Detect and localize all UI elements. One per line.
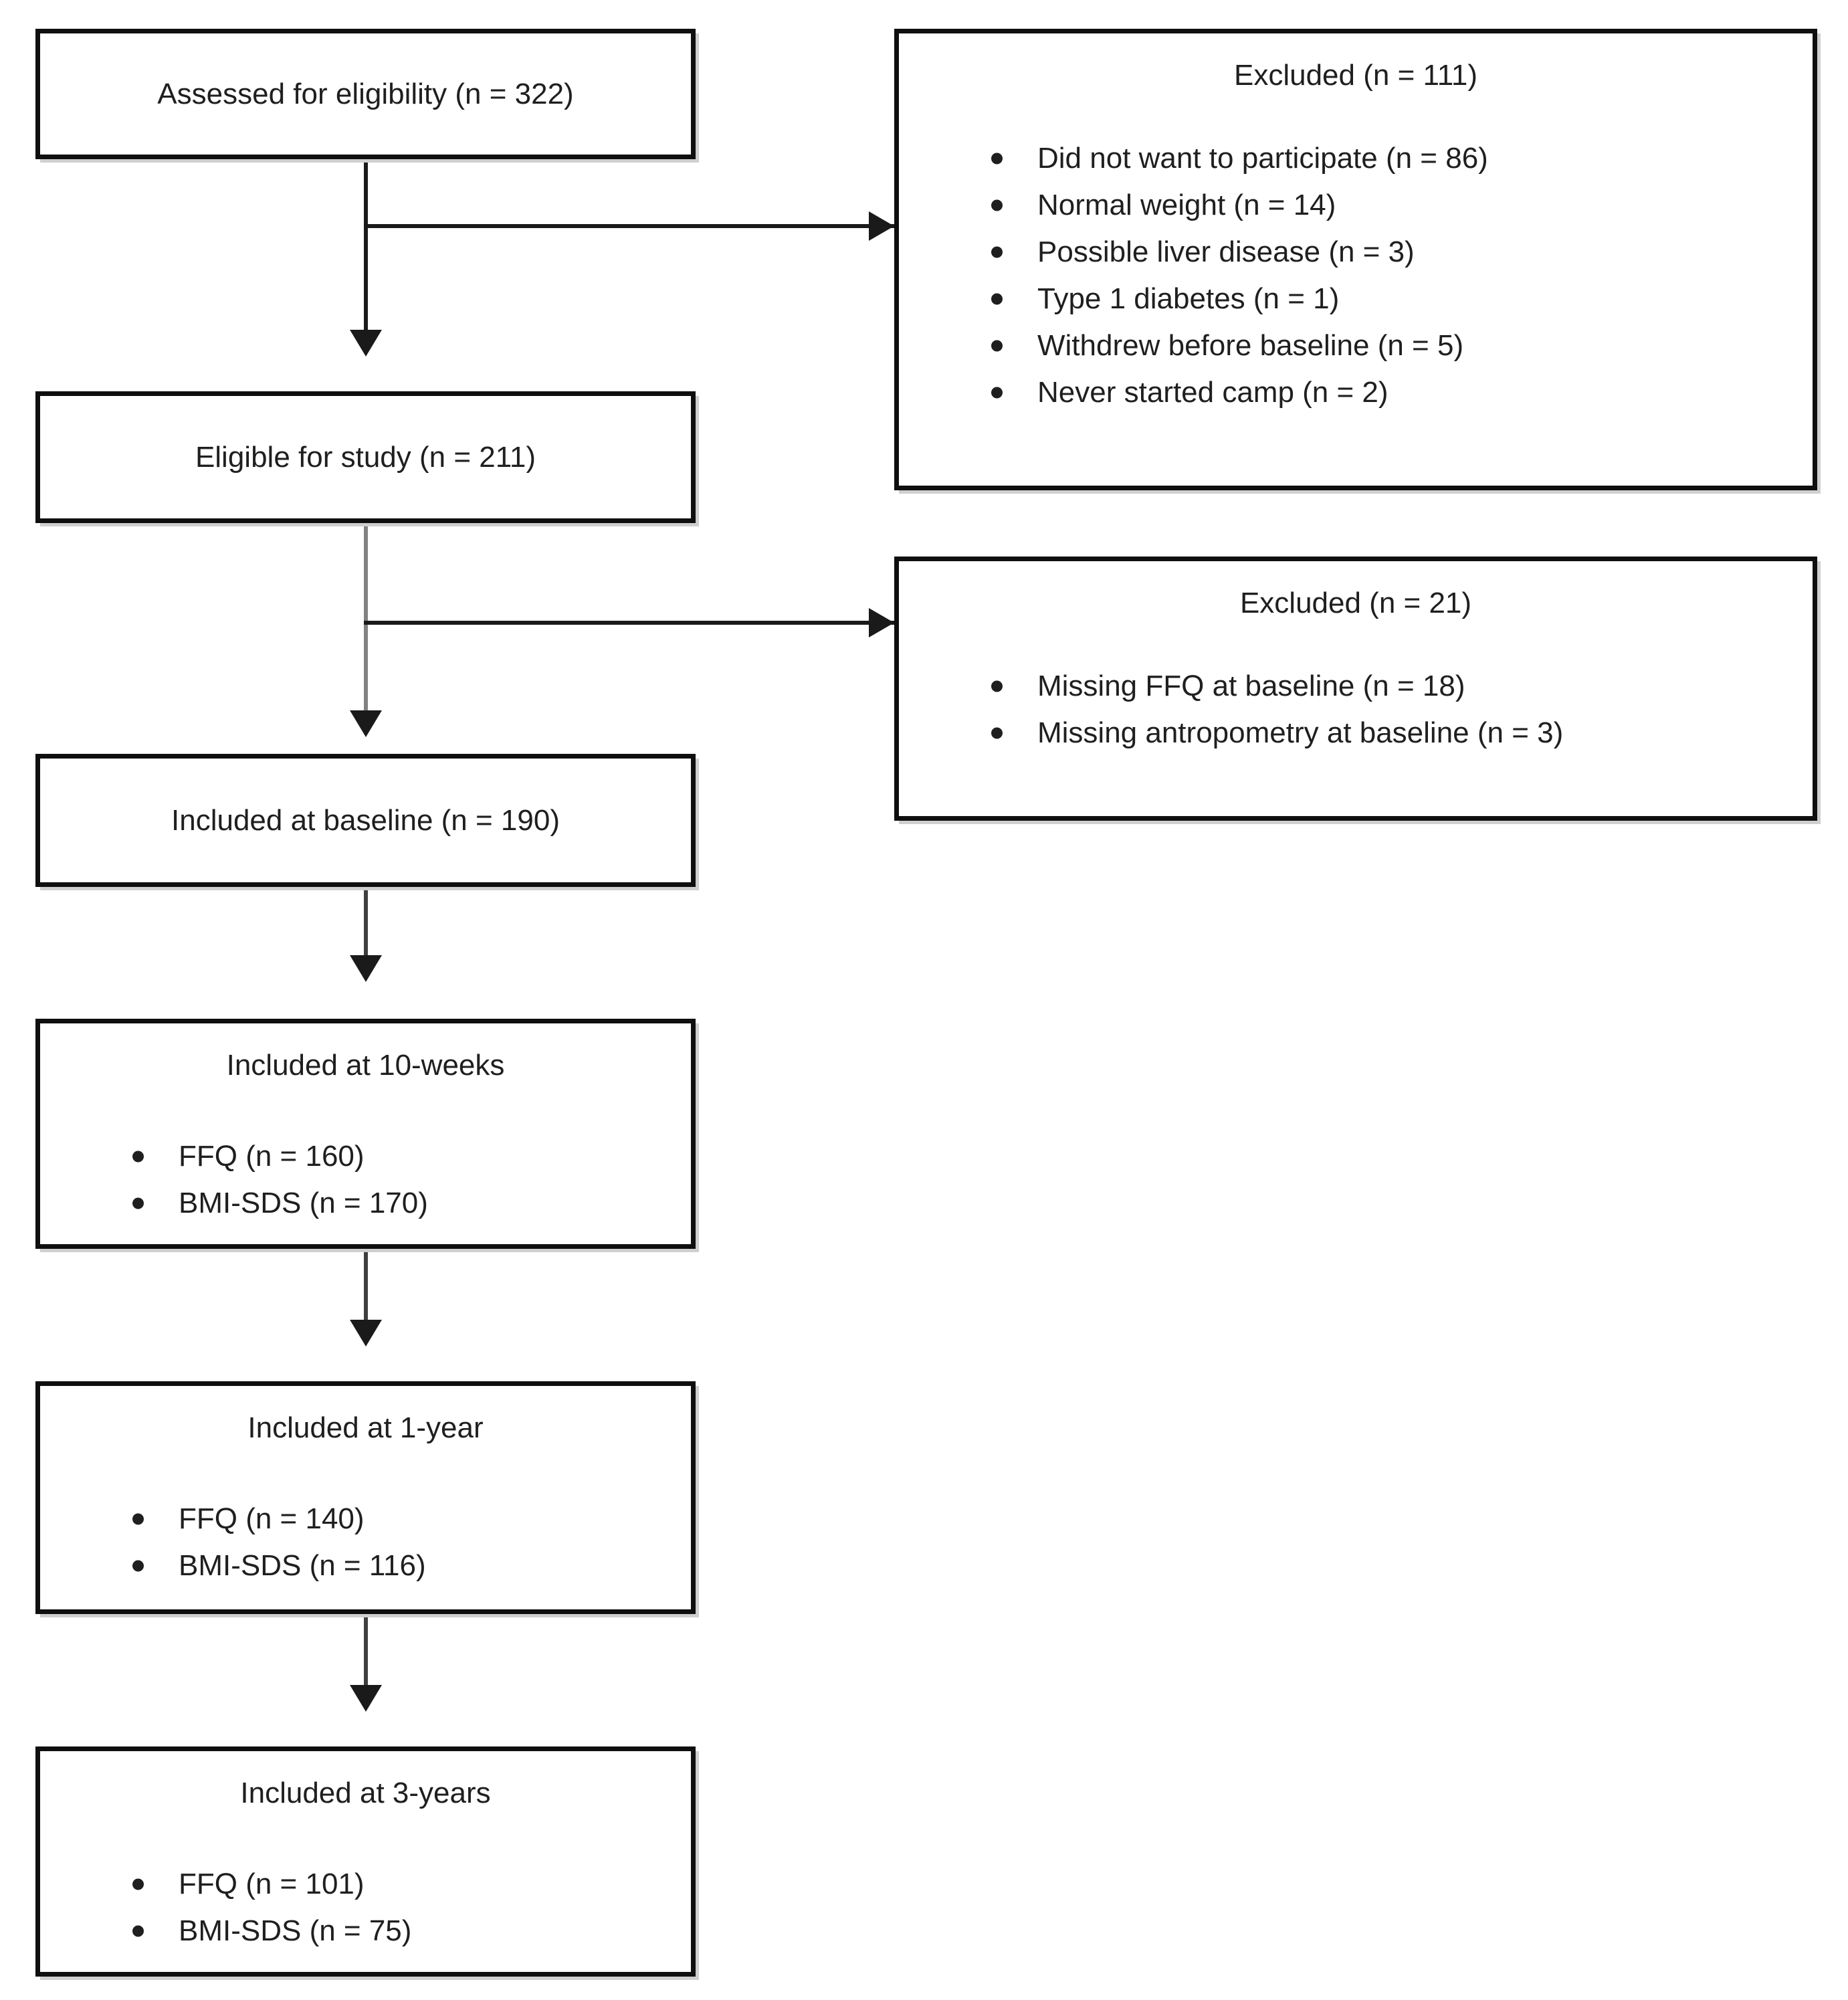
- box-included-at-1-year: Included at 1-year FFQ (n = 140) BMI-SDS…: [35, 1381, 696, 1614]
- measurement-item: FFQ (n = 140): [40, 1496, 691, 1542]
- box-assessed-for-eligibility: Assessed for eligibility (n = 322): [35, 29, 696, 159]
- box-excluded-at-screening: Excluded (n = 111) Did not want to parti…: [894, 29, 1817, 490]
- box-label: Assessed for eligibility (n = 322): [157, 77, 574, 110]
- exclusion-reason-item: Missing antropometry at baseline (n = 3): [899, 710, 1813, 757]
- box-title: Included at 10-weeks: [226, 1049, 505, 1082]
- exclusion-reason-list: Missing FFQ at baseline (n = 18) Missing…: [899, 663, 1813, 757]
- connector-eligible-to-baseline: [364, 523, 368, 710]
- exclusion-reason-item: Possible liver disease (n = 3): [899, 229, 1813, 276]
- exclusion-reason-item: Never started camp (n = 2): [899, 369, 1813, 416]
- measurement-item: BMI-SDS (n = 75): [40, 1908, 691, 1955]
- arrowhead-down-icon: [350, 1320, 382, 1346]
- arrowhead-down-icon: [350, 955, 382, 982]
- arrowhead-down-icon: [350, 1685, 382, 1712]
- exclusion-reason-item: Missing FFQ at baseline (n = 18): [899, 663, 1813, 710]
- arrowhead-down-icon: [350, 330, 382, 357]
- box-label: Included at baseline (n = 190): [171, 803, 560, 837]
- measurement-item: FFQ (n = 160): [40, 1133, 691, 1180]
- box-title: Included at 3-years: [240, 1777, 491, 1809]
- connector-branch-excluded-baseline: [364, 621, 894, 625]
- measurement-item: FFQ (n = 101): [40, 1861, 691, 1908]
- measurement-list: FFQ (n = 160) BMI-SDS (n = 170): [40, 1133, 691, 1227]
- connector-assessed-to-eligible: [364, 159, 368, 330]
- exclusion-reason-item: Normal weight (n = 14): [899, 182, 1813, 229]
- exclusion-reason-item: Did not want to participate (n = 86): [899, 135, 1813, 182]
- box-included-at-10-weeks: Included at 10-weeks FFQ (n = 160) BMI-S…: [35, 1019, 696, 1249]
- box-title: Excluded (n = 21): [1239, 587, 1472, 619]
- box-title: Included at 1-year: [247, 1411, 484, 1444]
- connector-one-year-to-three-years: [364, 1614, 368, 1685]
- connector-branch-excluded-screening: [364, 224, 894, 228]
- box-included-at-baseline: Included at baseline (n = 190): [35, 754, 696, 887]
- measurement-list: FFQ (n = 101) BMI-SDS (n = 75): [40, 1861, 691, 1955]
- box-excluded-at-baseline: Excluded (n = 21) Missing FFQ at baselin…: [894, 557, 1817, 821]
- box-eligible-for-study: Eligible for study (n = 211): [35, 391, 696, 523]
- measurement-list: FFQ (n = 140) BMI-SDS (n = 116): [40, 1496, 691, 1589]
- connector-ten-weeks-to-one-year: [364, 1249, 368, 1320]
- arrowhead-down-icon: [350, 710, 382, 737]
- arrowhead-right-icon: [869, 211, 894, 241]
- exclusion-reason-item: Type 1 diabetes (n = 1): [899, 276, 1813, 322]
- exclusion-reason-item: Withdrew before baseline (n = 5): [899, 322, 1813, 369]
- box-title: Excluded (n = 111): [1233, 59, 1478, 92]
- measurement-item: BMI-SDS (n = 170): [40, 1180, 691, 1227]
- measurement-item: BMI-SDS (n = 116): [40, 1542, 691, 1589]
- exclusion-reason-list: Did not want to participate (n = 86) Nor…: [899, 135, 1813, 416]
- box-included-at-3-years: Included at 3-years FFQ (n = 101) BMI-SD…: [35, 1746, 696, 1977]
- connector-baseline-to-ten-weeks: [364, 887, 368, 955]
- arrowhead-right-icon: [869, 608, 894, 637]
- box-label: Eligible for study (n = 211): [195, 440, 536, 474]
